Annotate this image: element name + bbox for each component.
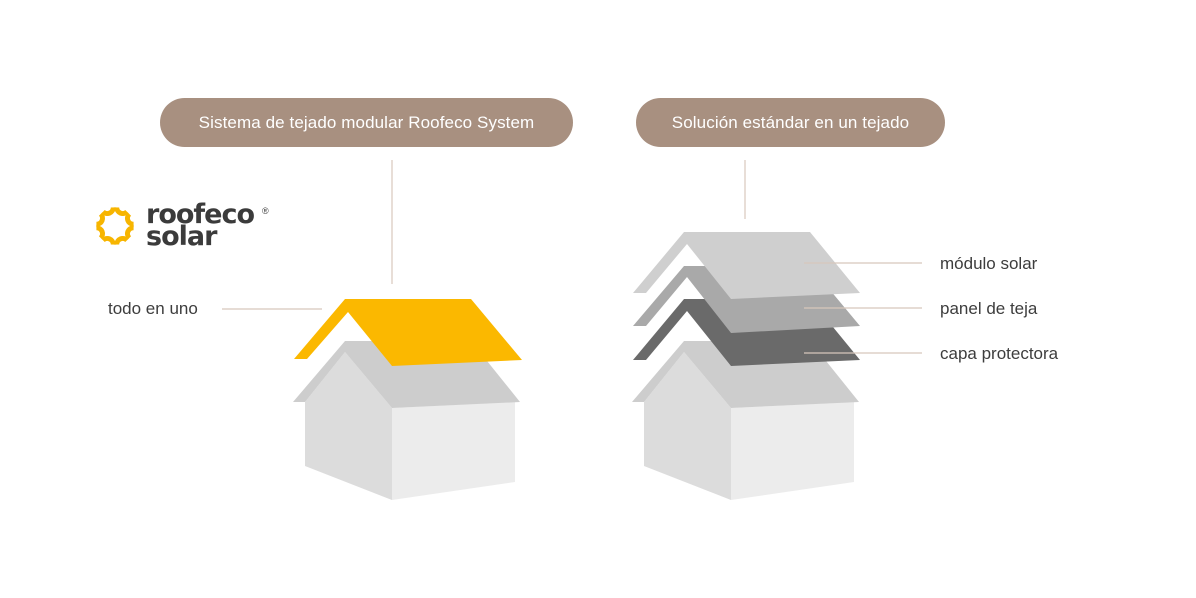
header-pill-roofeco-system: Sistema de tejado modular Roofeco System [160,98,573,147]
label-todo-en-uno: todo en uno [108,299,198,318]
label-modulo-solar: módulo solar [940,254,1038,273]
header-pill-standard-solution: Solución estándar en un tejado [636,98,945,147]
sun-ray-arc [101,207,116,216]
sun-ray-arc [101,236,116,245]
sun-ray-arc [125,212,134,227]
house-left [293,299,522,500]
house-right [632,232,860,500]
header-pill-roofeco-system-text: Sistema de tejado modular Roofeco System [198,112,535,132]
house-left-solar-roof [294,299,522,366]
registered-mark: ® [262,206,269,216]
layer-modulo-solar [633,232,860,299]
sun-icon [96,207,134,245]
sun-ray-arc [96,212,105,227]
house-left-wall-right [392,402,515,500]
house-right-wall-left [644,352,731,500]
logo-word-solar: solar [146,221,217,252]
sun-ray-arc [125,225,134,240]
label-panel-de-teja: panel de teja [940,299,1038,318]
header-pill-standard-solution-text: Solución estándar en un tejado [671,112,910,132]
house-right-wall-right [731,402,854,500]
sun-ray-arc [114,236,129,245]
sun-ray-arc [114,207,129,216]
house-left-wall-left [305,352,392,500]
sun-ray-arc [96,225,105,240]
label-capa-protectora: capa protectora [940,344,1059,363]
logo-word-roofeco: roofeco [146,199,255,230]
